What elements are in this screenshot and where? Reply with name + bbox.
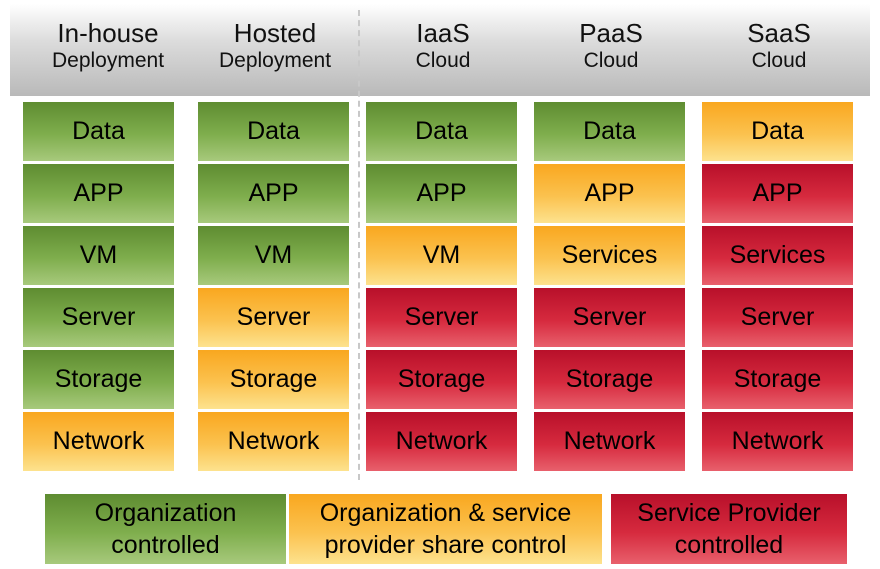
layer-cell-network: Network <box>23 412 174 471</box>
layer-cell-app: APP <box>23 164 174 223</box>
header-band <box>10 4 870 96</box>
layer-cell-data: Data <box>366 102 517 161</box>
column-header-title: In-house <box>57 18 159 48</box>
layer-cell-vm: VM <box>198 226 349 285</box>
layer-cell-data: Data <box>198 102 349 161</box>
column-header-subtitle: Deployment <box>51 49 165 72</box>
legend-label-line2: controlled <box>674 531 784 559</box>
layer-cell-network: Network <box>702 412 853 471</box>
layer-cell-app: APP <box>366 164 517 223</box>
legend-label-line1: Service Provider <box>637 499 821 527</box>
legend-provider-controlled: Service Provider controlled <box>611 494 847 564</box>
layer-cell-services: Services <box>702 226 853 285</box>
layer-cell-vm: VM <box>366 226 517 285</box>
layer-cell-app: APP <box>702 164 853 223</box>
layer-cell-data: Data <box>702 102 853 161</box>
layer-cell-data: Data <box>534 102 685 161</box>
legend-organization-controlled: Organization controlled <box>45 494 286 564</box>
legend-label-line2: controlled <box>111 531 220 559</box>
layer-cell-storage: Storage <box>366 350 517 409</box>
column-header-paas: PaaS Cloud <box>526 18 696 74</box>
layer-cell-storage: Storage <box>198 350 349 409</box>
layer-cell-storage: Storage <box>702 350 853 409</box>
column-header-title: PaaS <box>579 18 643 48</box>
layer-cell-app: APP <box>198 164 349 223</box>
legend-shared-control: Organization & service provider share co… <box>289 494 602 564</box>
column-header-title: Hosted <box>233 18 317 48</box>
column-header-title: SaaS <box>747 18 811 48</box>
layer-cell-vm: VM <box>23 226 174 285</box>
legend-label-line1: Organization <box>94 499 237 527</box>
column-header-subtitle: Cloud <box>415 49 471 72</box>
column-header-title: IaaS <box>416 18 470 48</box>
column-header-iaas: IaaS Cloud <box>358 18 528 74</box>
layer-cell-app: APP <box>534 164 685 223</box>
legend-label-line1: Organization & service <box>319 499 572 527</box>
layer-cell-data: Data <box>23 102 174 161</box>
layer-cell-network: Network <box>366 412 517 471</box>
column-header-subtitle: Cloud <box>583 49 639 72</box>
layer-cell-network: Network <box>534 412 685 471</box>
layer-cell-storage: Storage <box>23 350 174 409</box>
layer-cell-server: Server <box>23 288 174 347</box>
column-header-in-house: In-house Deployment <box>23 18 193 74</box>
column-header-subtitle: Deployment <box>218 49 332 72</box>
legend-label-line2: provider share control <box>324 531 567 559</box>
layer-cell-server: Server <box>198 288 349 347</box>
layer-cell-server: Server <box>534 288 685 347</box>
layer-cell-server: Server <box>366 288 517 347</box>
column-header-hosted: Hosted Deployment <box>190 18 360 74</box>
layer-cell-server: Server <box>702 288 853 347</box>
layer-cell-network: Network <box>198 412 349 471</box>
deployment-cloud-divider <box>358 10 360 480</box>
layer-cell-storage: Storage <box>534 350 685 409</box>
column-header-saas: SaaS Cloud <box>694 18 864 74</box>
layer-cell-services: Services <box>534 226 685 285</box>
column-header-subtitle: Cloud <box>751 49 807 72</box>
